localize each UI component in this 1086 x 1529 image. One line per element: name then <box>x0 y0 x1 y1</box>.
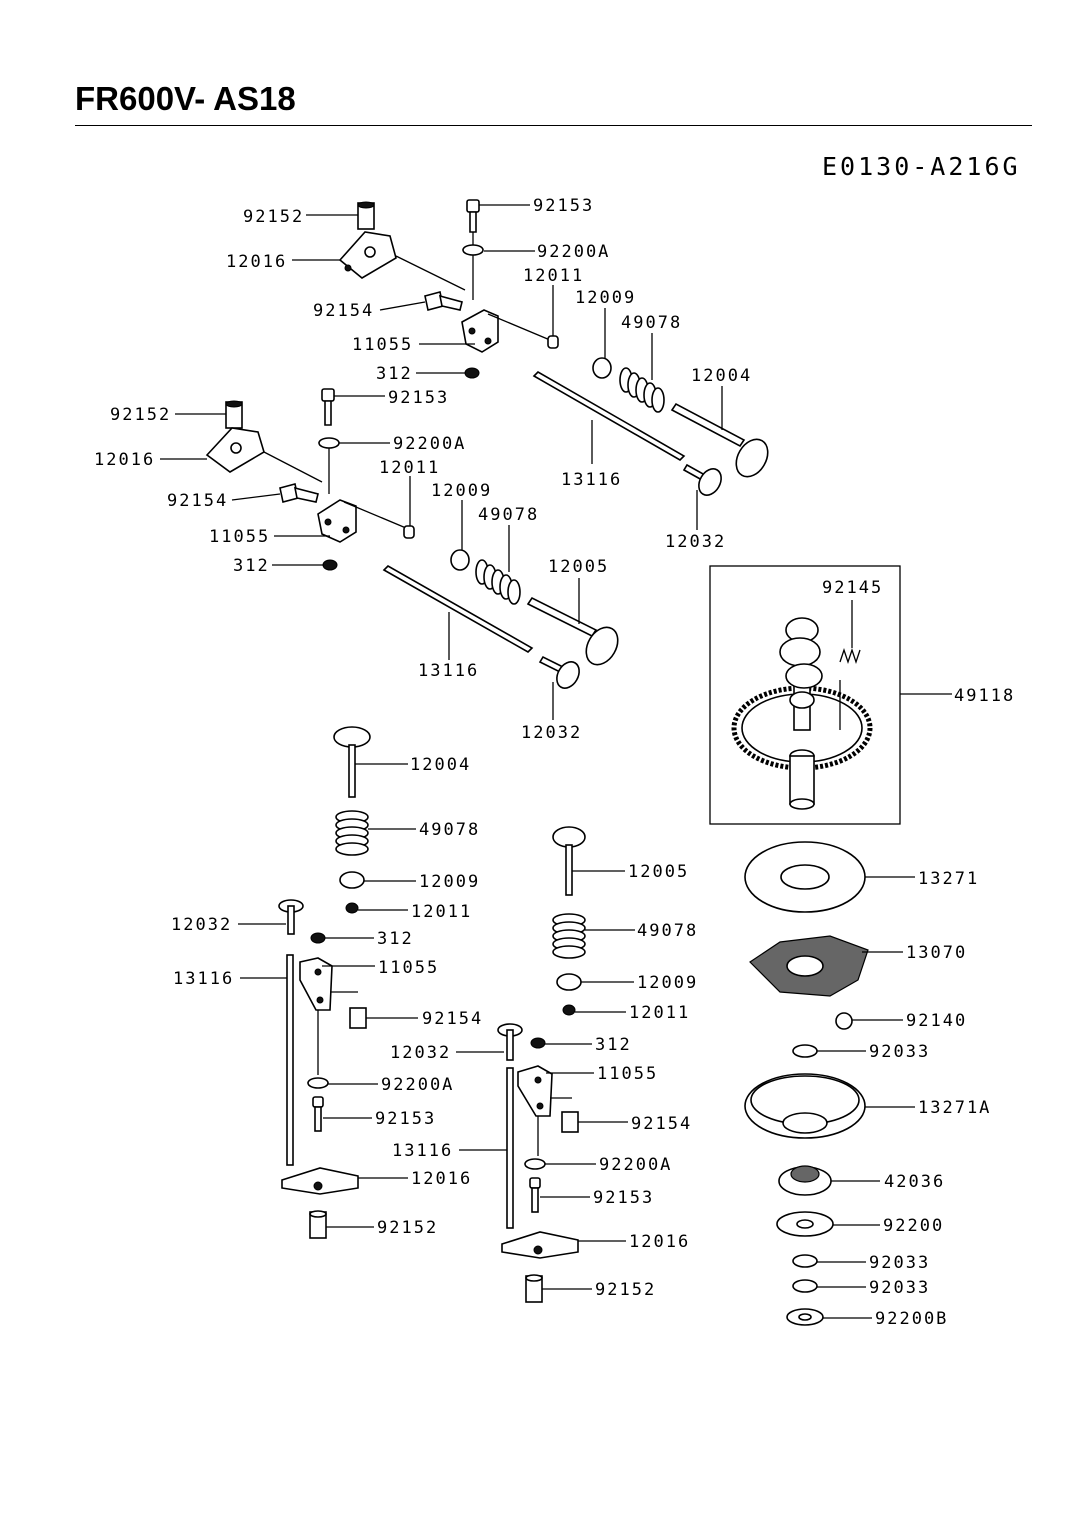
part-callout: 13116 <box>418 661 479 681</box>
part-callout: 13116 <box>392 1141 453 1161</box>
part-callout: 49078 <box>637 921 698 941</box>
lower-right-assembly <box>497 826 586 1303</box>
part-callout: 11055 <box>352 335 413 355</box>
part-callout: 12016 <box>411 1169 472 1189</box>
part-callout: 312 <box>595 1035 632 1055</box>
middle-rocker-assembly <box>205 388 619 689</box>
part-callout: 92154 <box>167 491 228 511</box>
part-callout: 92033 <box>869 1253 930 1273</box>
part-callout: 42036 <box>884 1172 945 1192</box>
part-callout: 12011 <box>379 458 440 478</box>
part-callout: 12011 <box>523 266 584 286</box>
part-callout: 12005 <box>548 557 609 577</box>
part-callout: 49078 <box>621 313 682 333</box>
part-callout: 92200A <box>393 434 466 454</box>
valve-spring-part <box>335 810 369 856</box>
part-callout: 312 <box>233 556 270 576</box>
part-callout: 12009 <box>637 973 698 993</box>
part-callout: 49078 <box>419 820 480 840</box>
part-callout: 92033 <box>869 1042 930 1062</box>
part-callout: 92154 <box>631 1114 692 1134</box>
part-callout: 12011 <box>629 1003 690 1023</box>
part-callout: 13271 <box>918 869 979 889</box>
part-callout: 92140 <box>906 1011 967 1031</box>
rocker-guide-part <box>299 957 333 1011</box>
part-callout: 13271A <box>918 1098 991 1118</box>
part-callout: 12011 <box>411 902 472 922</box>
rocker-arm-part <box>281 1167 359 1195</box>
part-callout: 12032 <box>390 1043 451 1063</box>
part-callout: 11055 <box>378 958 439 978</box>
part-callout: 92200B <box>875 1309 948 1329</box>
part-callout: 13116 <box>561 470 622 490</box>
lower-left-assembly <box>278 726 371 1239</box>
part-callout: 12032 <box>521 723 582 743</box>
part-callout: 92153 <box>593 1188 654 1208</box>
part-callout: 12016 <box>226 252 287 272</box>
part-callout: 92200A <box>537 242 610 262</box>
part-callout: 92152 <box>377 1218 438 1238</box>
part-callout: 92200A <box>599 1155 672 1175</box>
diagram-code: E0130-A216G <box>822 152 1021 181</box>
part-callout: 92153 <box>388 388 449 408</box>
part-callout: 92153 <box>375 1109 436 1129</box>
part-callout: 12009 <box>575 288 636 308</box>
part-callout: 49078 <box>478 505 539 525</box>
camshaft-inset-frame <box>709 565 901 825</box>
part-callout: 312 <box>377 929 414 949</box>
part-callout: 12004 <box>410 755 471 775</box>
title-divider <box>75 125 1032 126</box>
part-callout: 13070 <box>906 943 967 963</box>
part-callout: 92200A <box>381 1075 454 1095</box>
valve-spring-part <box>552 913 586 959</box>
leader-lines <box>160 204 915 1319</box>
part-callout: 13116 <box>173 969 234 989</box>
valve-spring-part <box>619 367 665 413</box>
camshaft-assembly <box>709 565 952 825</box>
part-callout: 12005 <box>628 862 689 882</box>
part-callout: 312 <box>376 364 413 384</box>
part-callout: 92153 <box>533 196 594 216</box>
part-callout: 92154 <box>313 301 374 321</box>
part-callout: 92152 <box>110 405 171 425</box>
governor-stack <box>744 841 869 1326</box>
part-callout: 92152 <box>243 207 304 227</box>
part-callout: 12032 <box>665 532 726 552</box>
part-callout: 12016 <box>94 450 155 470</box>
rocker-arm-part <box>501 1231 579 1259</box>
upper-rocker-assembly <box>338 199 769 496</box>
part-callout: 92200 <box>883 1216 944 1236</box>
part-callout: 92152 <box>595 1280 656 1300</box>
part-callout: 92033 <box>869 1278 930 1298</box>
part-callout: 12004 <box>691 366 752 386</box>
part-callout: 12032 <box>171 915 232 935</box>
part-callout: 92154 <box>422 1009 483 1029</box>
valve-spring-part <box>475 559 521 605</box>
callout-labels: 92152 12016 92153 92200A 12011 12009 490… <box>94 196 1015 1329</box>
part-callout: 11055 <box>209 527 270 547</box>
part-callout: 49118 <box>954 686 1015 706</box>
part-callout: 11055 <box>597 1064 658 1084</box>
part-callout: 92145 <box>822 578 883 598</box>
part-callout: 12016 <box>629 1232 690 1252</box>
page-title: FR600V- AS18 <box>75 80 296 117</box>
part-callout: 12009 <box>431 481 492 501</box>
rocker-guide-part <box>517 1065 553 1117</box>
part-callout: 12009 <box>419 872 480 892</box>
